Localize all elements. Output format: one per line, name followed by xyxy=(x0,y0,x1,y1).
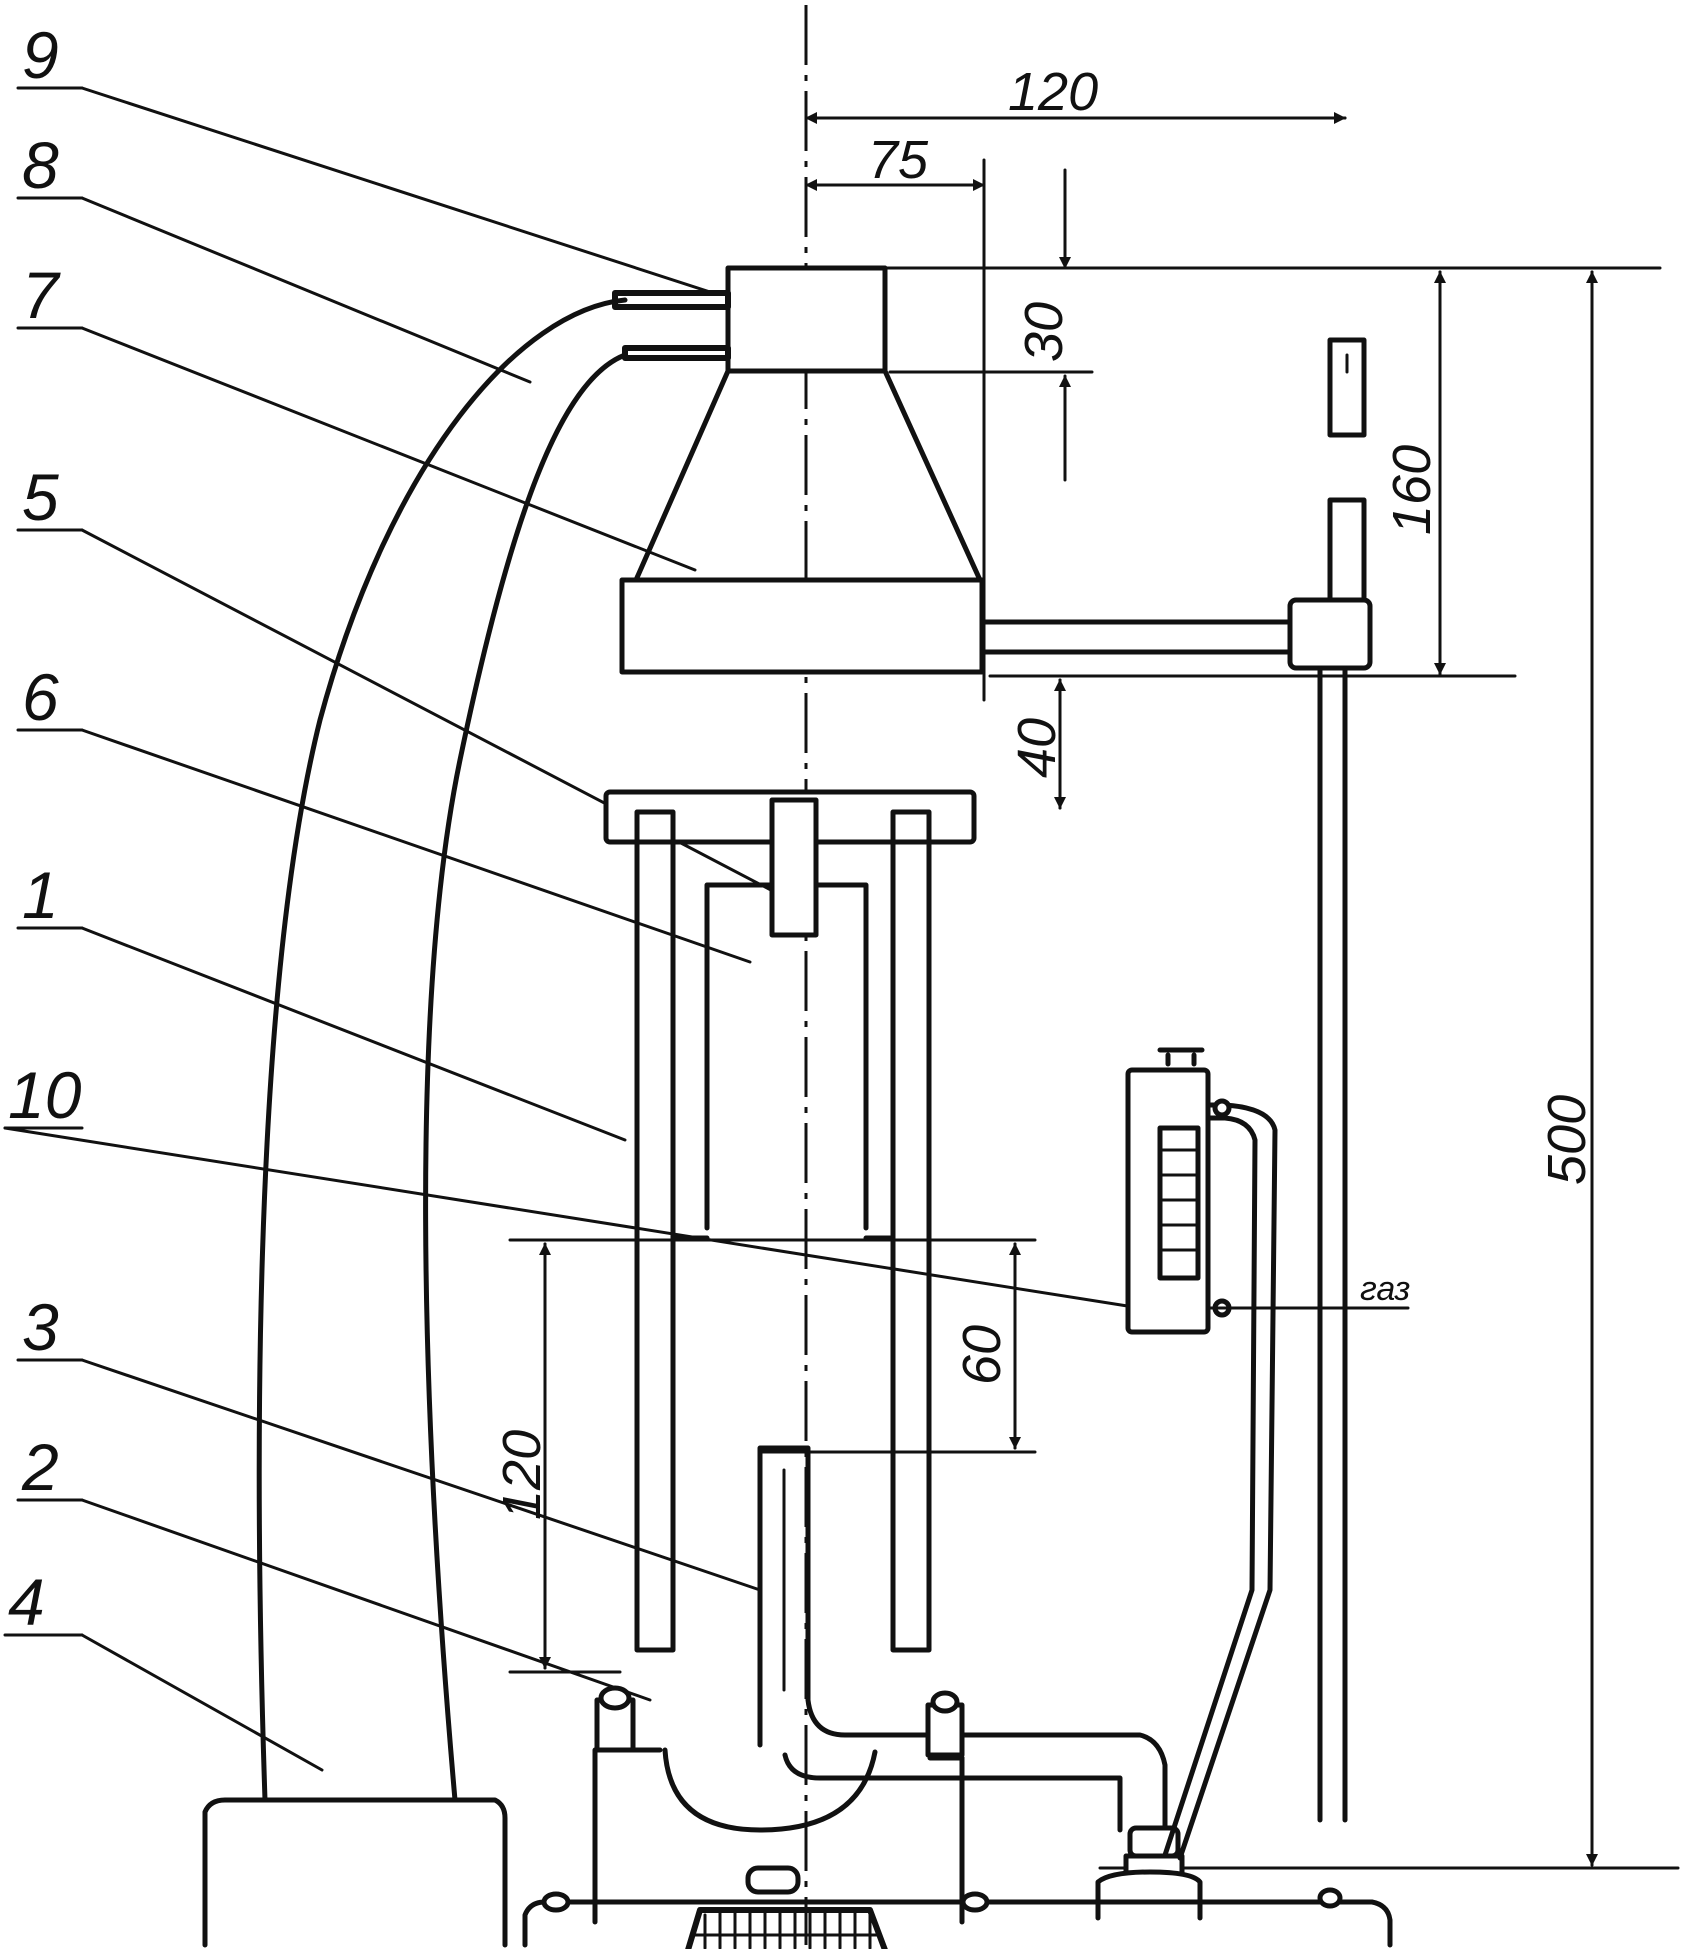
callout-6: 6 xyxy=(22,660,59,734)
hood-base xyxy=(619,577,985,675)
dim-75-label: 75 xyxy=(868,130,929,190)
dimension-40: 40 xyxy=(988,674,1517,810)
cap-sleeve xyxy=(769,797,819,938)
flowmeter: газ xyxy=(1125,1047,1410,1861)
rod-clamp xyxy=(1287,597,1373,671)
cable-outer xyxy=(256,297,628,1803)
tube-cap xyxy=(603,789,977,938)
gas-valve-base xyxy=(1095,1869,1203,1921)
dimension-500: 500 xyxy=(1098,270,1680,1870)
hood-cone xyxy=(633,368,983,583)
burner-riser xyxy=(757,1445,1168,1833)
dim-120-top-label: 120 xyxy=(1008,62,1098,122)
dimension-30: 30 xyxy=(888,168,1094,482)
combustion-tube xyxy=(634,809,932,1653)
gas-label: газ xyxy=(1360,1270,1410,1308)
flowmeter-tube xyxy=(1157,1125,1201,1281)
leader-lines xyxy=(3,86,1142,1772)
callout-8: 8 xyxy=(22,128,59,202)
dim-40-label: 40 xyxy=(1007,718,1067,778)
burner-tube xyxy=(757,1445,1203,1921)
dim-120-left-label: 120 xyxy=(492,1430,552,1520)
cable-inner xyxy=(423,352,628,1803)
dim-160-label: 160 xyxy=(1382,445,1442,535)
base-block xyxy=(592,1685,965,1949)
dimension-120-top: 120 xyxy=(804,62,1347,124)
callout-5: 5 xyxy=(22,460,59,534)
power-box xyxy=(202,1797,508,1948)
exhaust-hood xyxy=(612,265,1373,675)
power-unit xyxy=(202,297,628,1948)
gear xyxy=(685,1907,888,1949)
dimension-160: 160 xyxy=(880,266,1662,676)
callout-2: 2 xyxy=(21,1430,59,1504)
dim-60-label: 60 xyxy=(952,1325,1012,1385)
nozzle-block xyxy=(725,265,888,374)
dim-30-label: 30 xyxy=(1014,302,1074,362)
exhaust-port-lower xyxy=(622,345,731,361)
callout-numbers: 9 8 7 5 6 1 10 3 2 4 xyxy=(3,18,84,1639)
callout-9: 9 xyxy=(22,18,59,92)
exhaust-port xyxy=(612,290,731,310)
tube-wall-left xyxy=(634,809,676,1653)
sample-holder xyxy=(704,882,869,1231)
dimension-60: 60 xyxy=(508,1238,1037,1454)
tube-wall-right xyxy=(890,809,932,1653)
dim-500-label: 500 xyxy=(1537,1095,1597,1185)
base-plate xyxy=(522,1887,1393,1948)
dimension-120-left: 120 xyxy=(492,1242,622,1674)
callout-7: 7 xyxy=(22,258,61,332)
adjust-knob xyxy=(745,1865,801,1895)
callout-3: 3 xyxy=(22,1290,59,1364)
stand-rod xyxy=(1317,337,1367,1823)
callout-4: 4 xyxy=(8,1565,45,1639)
callout-1: 1 xyxy=(22,858,59,932)
callout-10: 10 xyxy=(8,1058,82,1132)
